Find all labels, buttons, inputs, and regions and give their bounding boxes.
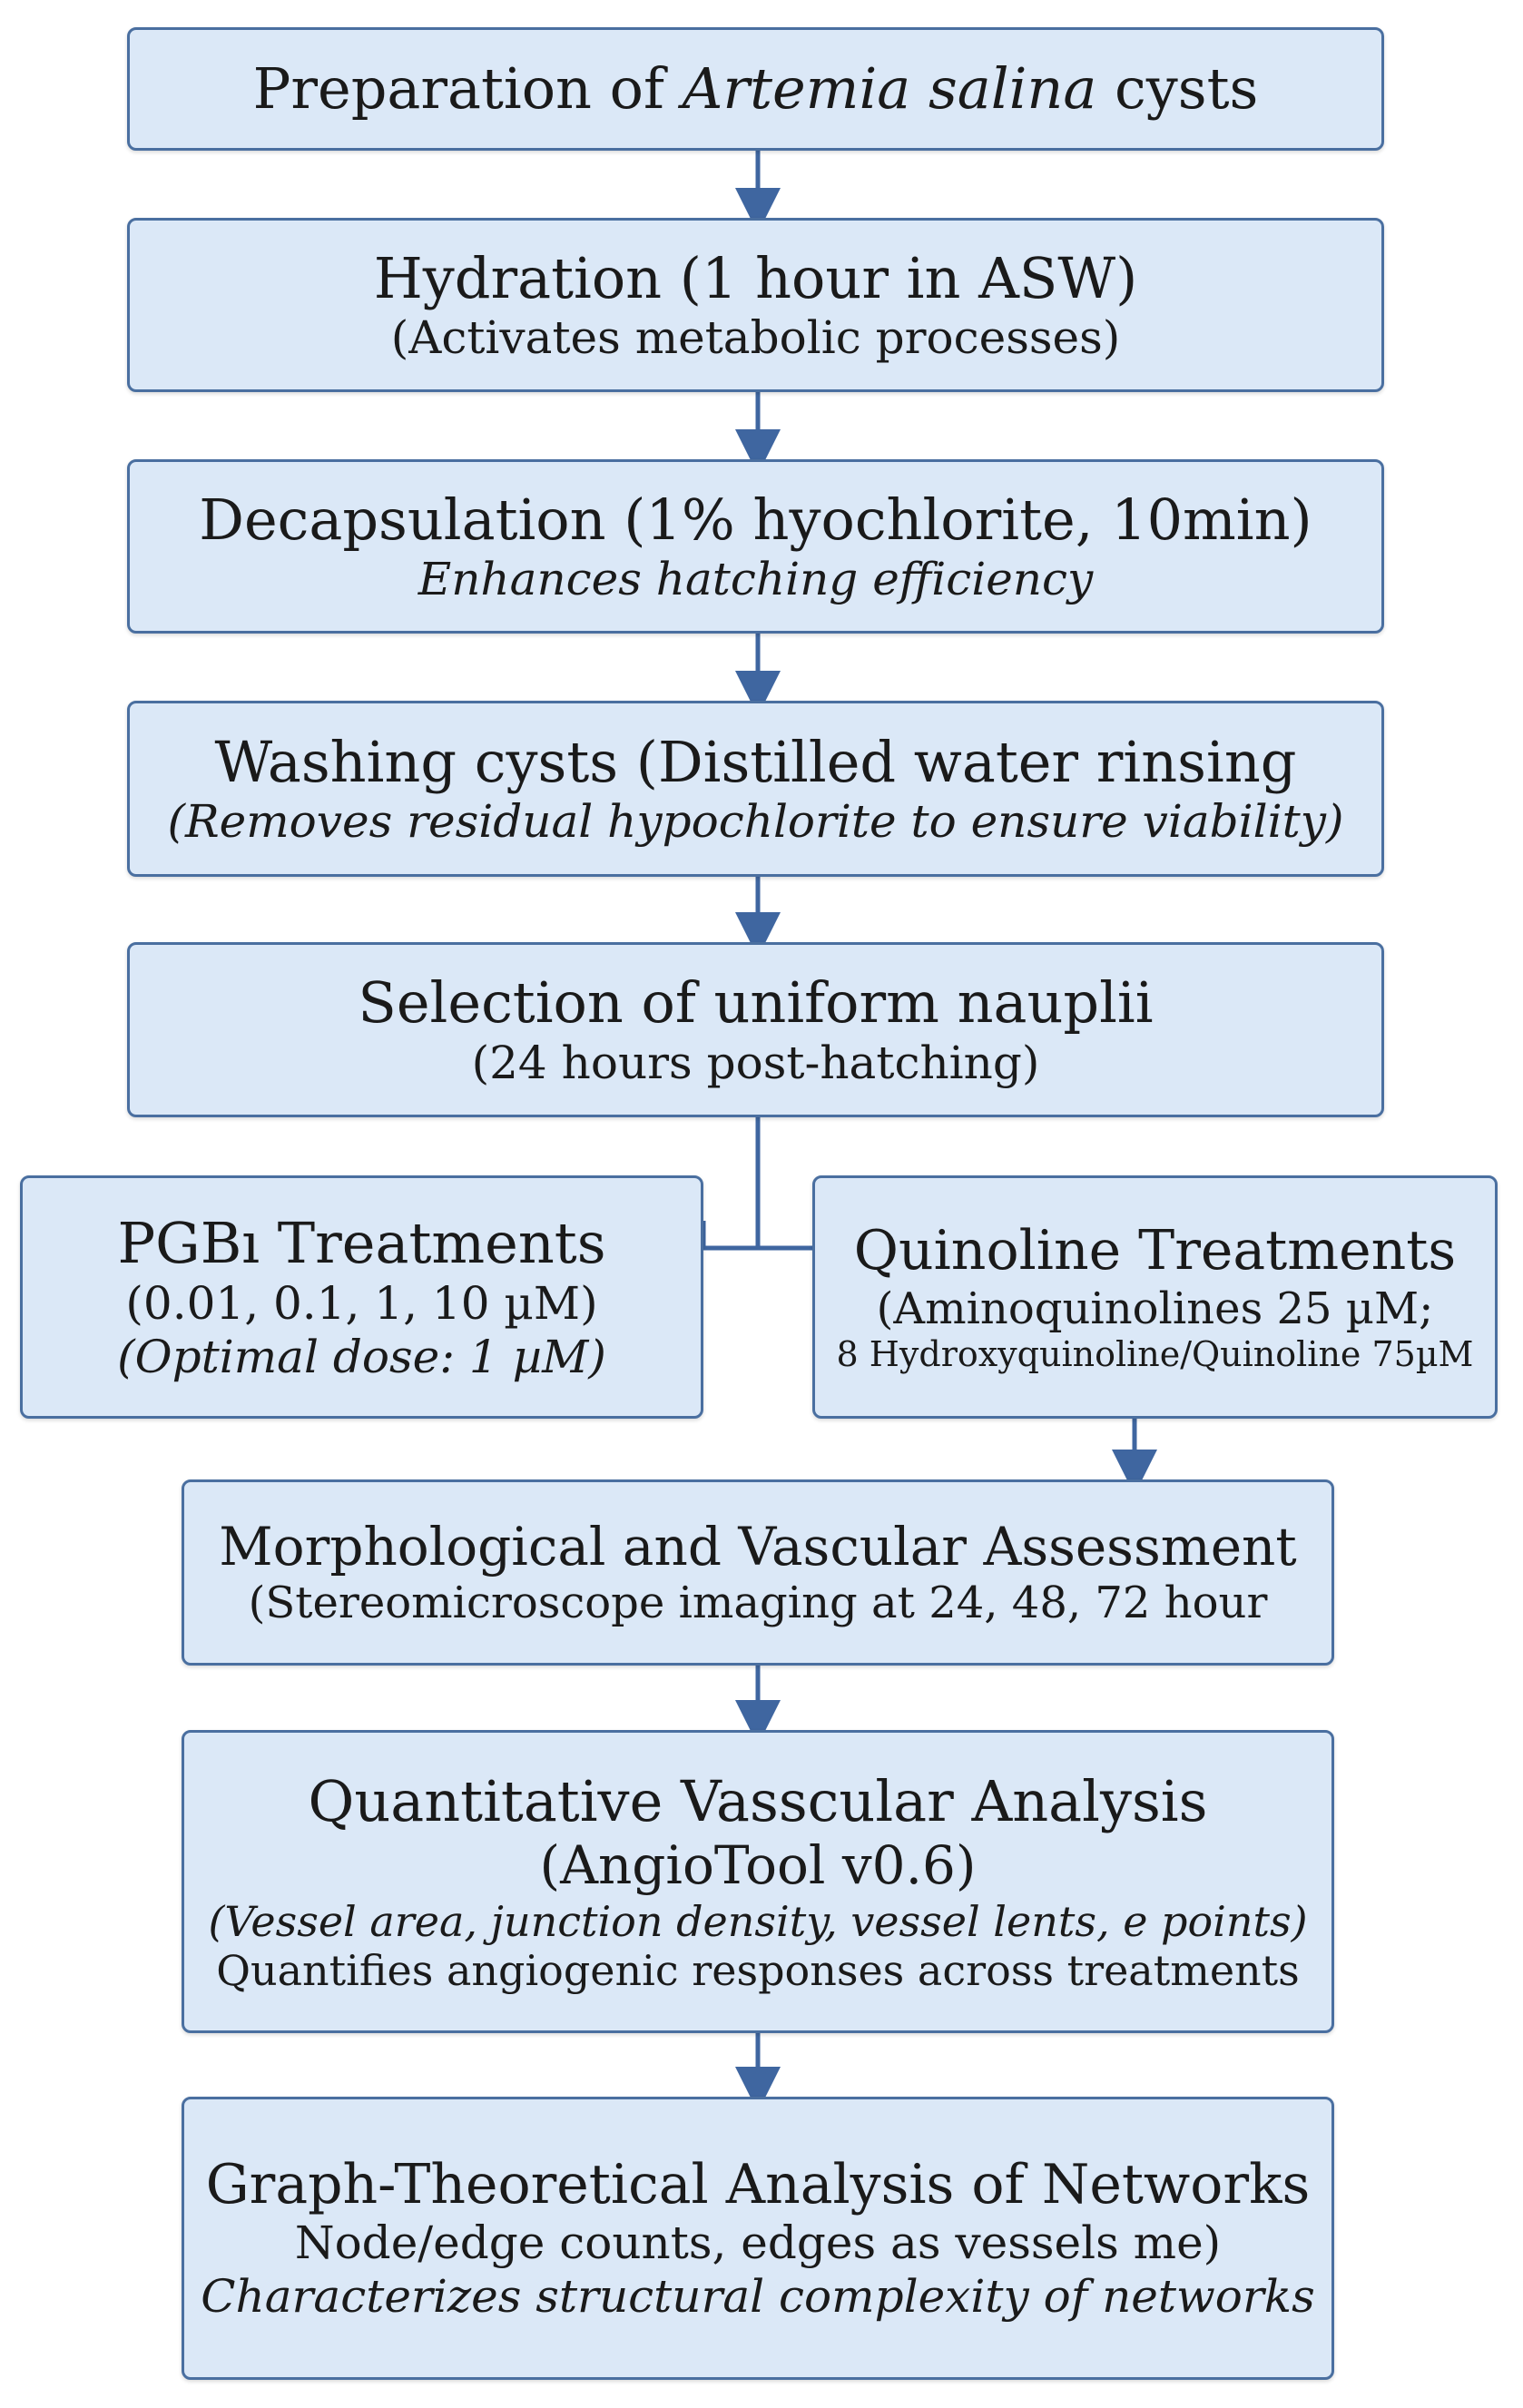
pgb-doses: (0.01, 0.1, 1, 10 µM) [125, 1276, 598, 1330]
pgb-optimal-dose: (Optimal dose: 1 µM) [117, 1330, 606, 1383]
preparation-title: Preparation of Artemia salina cysts [253, 55, 1259, 122]
washing-title: Washing cysts (Distilled water rinsing [214, 728, 1297, 795]
preparation-title-species: Artemia salina [682, 55, 1097, 123]
morph-subtitle: (Stereomicroscope imaging at 24, 48, 72 … [248, 1577, 1268, 1629]
selection-title: Selection of uniform nauplii [358, 969, 1154, 1037]
step-graph-analysis: Graph-Theoretical Analysis of Networks N… [182, 2097, 1334, 2380]
washing-subtitle: (Removes residual hypochlorite to ensure… [167, 795, 1344, 849]
selection-subtitle: (24 hours post-hatching) [471, 1036, 1040, 1089]
step-selection: Selection of uniform nauplii (24 hours p… [127, 942, 1384, 1117]
step-quinoline-treatments: Quinoline Treatments (Aminoquinolines 25… [812, 1175, 1498, 1419]
graph-purpose: Characterizes structural complexity of n… [201, 2270, 1315, 2324]
quant-title: Quantitative Vasscular Analysis [308, 1767, 1208, 1834]
graph-subtitle: Node/edge counts, edges as vessels me) [294, 2216, 1222, 2270]
hydration-subtitle: (Activates metabolic processes) [390, 311, 1121, 365]
step-hydration: Hydration (1 hour in ASW) (Activates met… [127, 218, 1384, 392]
graph-title: Graph-Theoretical Analysis of Networks [205, 2152, 1311, 2216]
decapsulation-subtitle: Enhances hatching efficiency [418, 553, 1094, 606]
step-quantitative-analysis: Quantitative Vasscular Analysis (AngioTo… [182, 1730, 1334, 2033]
hydration-title: Hydration (1 hour in ASW) [373, 244, 1138, 311]
quant-tool: (AngioTool v0.6) [539, 1834, 977, 1897]
step-preparation: Preparation of Artemia salina cysts [127, 27, 1384, 151]
quinoline-hydroxyquinoline: 8 Hydroxyquinoline/Quinoline 75µM [836, 1334, 1474, 1375]
morph-title: Morphological and Vascular Assessment [219, 1515, 1297, 1577]
step-washing: Washing cysts (Distilled water rinsing (… [127, 701, 1384, 877]
quinoline-title: Quinoline Treatments [853, 1218, 1457, 1283]
preparation-title-pre: Preparation of [252, 55, 683, 123]
step-pgb-treatments: PGBı Treatments (0.01, 0.1, 1, 10 µM) (O… [20, 1175, 703, 1419]
quinoline-aminoquinolines: (Aminoquinolines 25 µM; [876, 1283, 1434, 1334]
quant-metrics: (Vessel area, junction density, vessel l… [208, 1896, 1308, 1946]
step-morphological-assessment: Morphological and Vascular Assessment (S… [182, 1479, 1334, 1666]
decapsulation-title: Decapsulation (1% hyochlorite, 10min) [199, 486, 1312, 553]
preparation-title-post: cysts [1096, 55, 1259, 123]
pgb-title: PGBı Treatments [117, 1210, 606, 1277]
step-decapsulation: Decapsulation (1% hyochlorite, 10min) En… [127, 459, 1384, 634]
quant-purpose: Quantifies angiogenic responses across t… [216, 1945, 1300, 1995]
